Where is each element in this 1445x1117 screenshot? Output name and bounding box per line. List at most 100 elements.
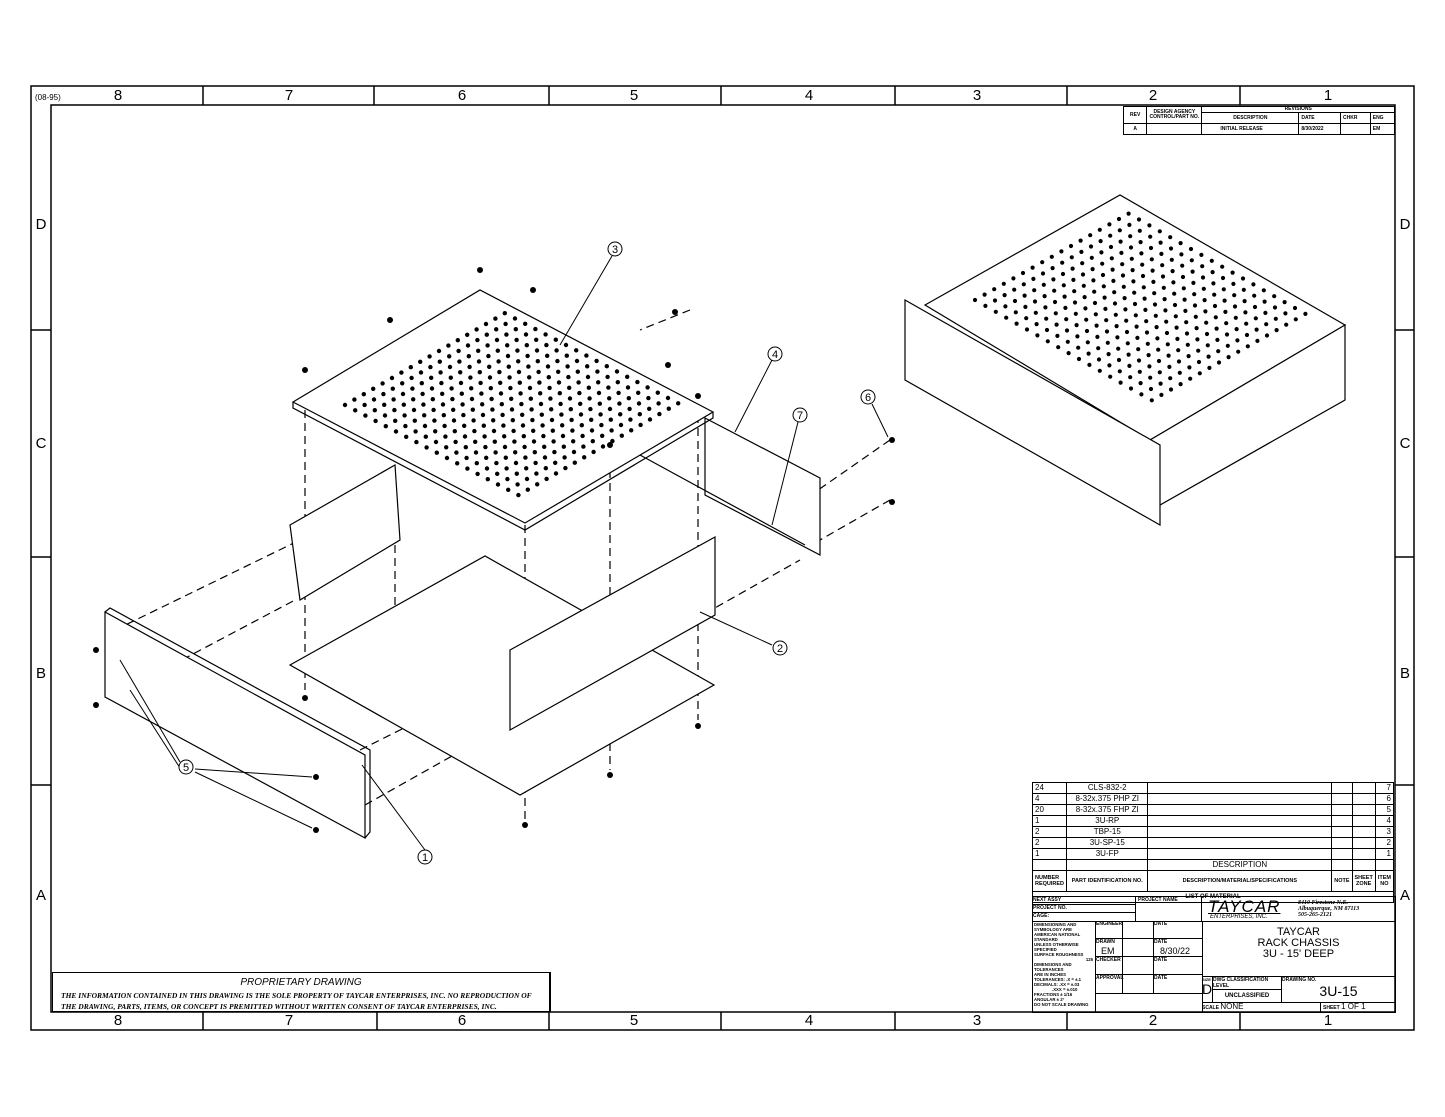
perforation-hole — [1273, 316, 1278, 321]
perforation-hole — [1123, 307, 1128, 312]
perforation-hole — [1137, 369, 1142, 374]
perforation-hole — [525, 487, 530, 492]
perforation-hole — [433, 429, 438, 434]
zone-col: 2 — [1148, 87, 1158, 104]
perforation-hole — [477, 370, 482, 375]
perforation-hole — [520, 423, 526, 428]
zone-col: 7 — [284, 1012, 294, 1029]
perforation-hole — [1081, 283, 1086, 288]
perforation-hole — [1284, 322, 1289, 327]
perforation-hole — [1063, 305, 1068, 310]
perforation-hole — [1254, 327, 1259, 332]
bom-zone — [1351, 804, 1376, 816]
perforation-hole — [1199, 252, 1204, 257]
perforation-hole — [470, 407, 475, 412]
perforation-hole — [1090, 267, 1095, 272]
perforation-hole — [1126, 352, 1131, 357]
perforation-hole — [509, 396, 514, 401]
perforation-hole — [591, 449, 596, 455]
perforation-hole — [1108, 233, 1113, 238]
perforation-hole — [473, 439, 478, 444]
perforation-hole — [439, 380, 444, 386]
zone-col: 4 — [804, 1012, 814, 1029]
perforation-hole — [1084, 328, 1090, 334]
perforation-hole — [1162, 297, 1167, 302]
perforation-hole — [454, 450, 459, 455]
perforation-hole — [1180, 274, 1186, 280]
address-line: 8410 Firestone N.E. — [1298, 900, 1349, 906]
perforation-hole — [582, 455, 587, 460]
left-side-panel — [289, 464, 401, 601]
next-assy: NEXT ASSY — [1033, 897, 1135, 905]
perforation-hole — [1121, 284, 1126, 289]
perforation-hole — [508, 385, 513, 391]
standards-line: SURFACE ROUGHNESS — [1034, 952, 1084, 957]
perforation-hole — [504, 332, 509, 337]
perforation-hole — [401, 402, 406, 407]
perforation-hole — [606, 385, 611, 390]
perforation-hole — [1062, 294, 1067, 299]
balloon-label: 6 — [865, 392, 871, 404]
exploded-view — [93, 267, 895, 840]
bom-zone — [1351, 782, 1376, 794]
perforation-hole — [553, 471, 559, 476]
perforation-hole — [1164, 319, 1169, 324]
perforation-hole — [1170, 269, 1175, 274]
perforation-hole — [465, 332, 470, 337]
perforation-hole — [534, 348, 540, 353]
perforation-hole — [514, 471, 519, 476]
perforation-hole — [1020, 270, 1026, 276]
perforation-hole — [506, 364, 511, 369]
perforation-hole — [1013, 310, 1018, 315]
perforation-hole — [1188, 376, 1193, 381]
perforation-hole — [638, 422, 643, 428]
perforation-hole — [586, 385, 591, 390]
drawn-date: 8/30/22 — [1160, 946, 1191, 956]
perforation-hole — [1168, 246, 1174, 251]
perforation-hole — [1182, 297, 1187, 302]
perforation-hole — [1200, 264, 1205, 269]
perforation-hole — [474, 327, 479, 332]
perforation-hole — [1177, 370, 1182, 375]
desc-header: DESCRIPTION/MATERIAL/SPECIFICATIONS — [1147, 870, 1333, 892]
perforation-hole — [1055, 333, 1060, 338]
perforation-hole — [1049, 254, 1054, 259]
perforation-hole — [447, 354, 452, 359]
perforation-hole — [484, 466, 490, 471]
perforation-hole — [615, 380, 620, 385]
perforation-hole — [625, 374, 630, 379]
perforation-hole — [542, 444, 547, 449]
perforation-hole — [1168, 387, 1174, 392]
bom-zone — [1351, 793, 1376, 805]
note-header: NOTE — [1331, 870, 1353, 892]
perforation-hole — [1107, 363, 1112, 368]
drawing-title: TAYCAR RACK CHASSIS 3U - 15' DEEP — [1202, 927, 1395, 960]
perforation-hole — [1204, 331, 1210, 337]
zone-header: SHEET ZONE — [1351, 870, 1376, 892]
perforation-hole — [567, 396, 573, 401]
perforation-hole — [574, 348, 579, 353]
perforation-hole — [399, 370, 404, 375]
bom-qty: 1 — [1031, 848, 1068, 860]
perforation-hole — [393, 418, 398, 423]
perforation-hole — [1042, 294, 1047, 299]
perforation-hole — [452, 429, 457, 434]
perforation-hole — [466, 354, 471, 359]
perforation-hole — [1171, 280, 1176, 285]
perforation-hole — [506, 487, 511, 492]
perforation-hole — [480, 412, 486, 418]
perforation-hole — [1050, 266, 1055, 271]
perforation-hole — [1188, 246, 1194, 252]
size-label: SIZE — [1202, 977, 1211, 982]
perforation-hole — [1100, 261, 1105, 266]
perforation-hole — [1136, 358, 1142, 363]
perforation-hole — [540, 423, 545, 428]
perforation-hole — [1061, 283, 1066, 288]
bom-desc — [1147, 826, 1333, 838]
perforation-hole — [1224, 321, 1229, 326]
zone-row: A — [35, 887, 46, 904]
perforation-hole — [473, 450, 479, 455]
perforation-hole — [1134, 324, 1139, 329]
